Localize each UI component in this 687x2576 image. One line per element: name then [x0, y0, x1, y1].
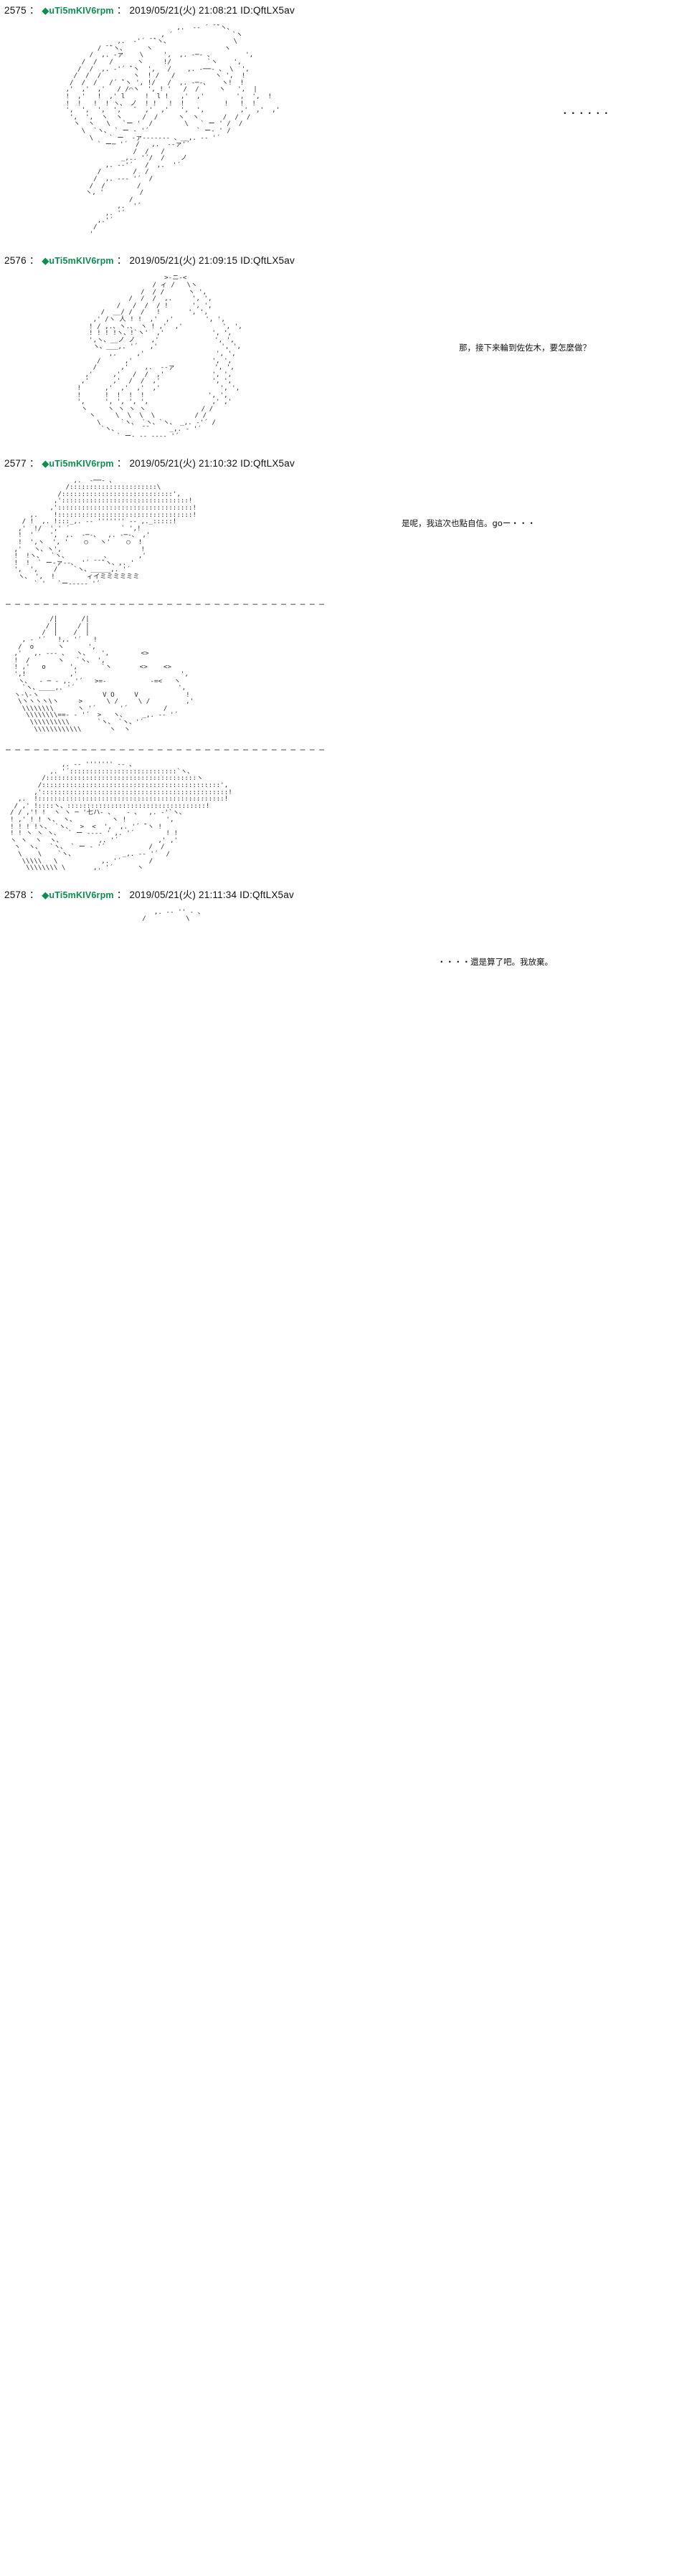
post-2575: 2575：◆uTi5mKIV6rpm：2019/05/21(火) 21:08:2…	[0, 0, 687, 237]
post-user-id: ID:QftLX5av	[240, 5, 295, 16]
dialogue-line: ・・・・・・	[561, 108, 610, 118]
header-separator-1: ：	[29, 255, 39, 267]
post-2576: 2576：◆uTi5mKIV6rpm：2019/05/21(火) 21:09:1…	[0, 250, 687, 439]
post-timestamp: 2019/05/21(火) 21:08:21	[129, 5, 238, 16]
header-separator-2: ：	[116, 889, 127, 900]
post-number[interactable]: 2576	[4, 255, 27, 267]
section-divider-2: ─ ─ ─ ─ ─ ─ ─ ─ ─ ─ ─ ─ ─ ─ ─ ─ ─ ─ ─ ─ …	[6, 745, 324, 755]
ascii-art: ,. -‐ '' ‐ 、 / \	[142, 908, 204, 922]
dialogue-line-2: ・・・・還是算了吧。我放棄。	[437, 956, 553, 967]
ascii-art: ,. -‐ ´ ̄ ̄`ヽ、 , ´ `ヽ ,. ‐'´ ̄ ̄`ヽ、 \ / …	[65, 24, 280, 238]
post-user-id: ID:QftLX5av	[240, 255, 295, 267]
post-tripcode[interactable]: ◆uTi5mKIV6rpm	[42, 6, 114, 16]
dialogue-line: 是呢，我這次也點自信。goー・・・	[402, 517, 536, 528]
header-separator-1: ：	[29, 457, 39, 469]
post-2577: 2577：◆uTi5mKIV6rpm：2019/05/21(火) 21:10:3…	[0, 453, 687, 967]
header-separator-2: ：	[116, 457, 127, 469]
post-user-id: ID:QftLX5av	[240, 457, 295, 469]
post-2578: 2578：◆uTi5mKIV6rpm：2019/05/21(火) 21:11:3…	[0, 884, 687, 922]
ascii-art: ,. -──- 、 /::::::::::::::::::::::\ /::::…	[14, 477, 196, 588]
post-number[interactable]: 2577	[4, 457, 27, 469]
ascii-art: >‐ニ‐< / ィ / \ヽ / / / ヽ ', / / / ,. ', ',…	[77, 275, 242, 440]
header-separator-2: ：	[116, 255, 127, 267]
ascii-art-3: ,. -‐ ''''''' ‐- 、 ,. '´::::::::::::::::…	[10, 761, 232, 872]
post-user-id: ID:QftLX5av	[240, 889, 294, 900]
header-separator-1: ：	[29, 889, 39, 900]
post-header: 2576：◆uTi5mKIV6rpm：2019/05/21(火) 21:09:1…	[0, 250, 687, 269]
post-timestamp: 2019/05/21(火) 21:10:32	[129, 457, 238, 469]
post-header: 2575：◆uTi5mKIV6rpm：2019/05/21(火) 21:08:2…	[0, 0, 687, 19]
post-timestamp: 2019/05/21(火) 21:11:34	[129, 889, 237, 900]
post-number[interactable]: 2578	[4, 889, 27, 900]
section-divider-1: ─ ─ ─ ─ ─ ─ ─ ─ ─ ─ ─ ─ ─ ─ ─ ─ ─ ─ ─ ─ …	[6, 600, 324, 610]
post-header: 2577：◆uTi5mKIV6rpm：2019/05/21(火) 21:10:3…	[0, 453, 687, 472]
thread-page: 2575：◆uTi5mKIV6rpm：2019/05/21(火) 21:08:2…	[0, 0, 687, 967]
post-tripcode[interactable]: ◆uTi5mKIV6rpm	[42, 458, 114, 469]
post-tripcode[interactable]: ◆uTi5mKIV6rpm	[42, 889, 114, 900]
header-separator-1: ：	[29, 5, 39, 16]
post-number[interactable]: 2575	[4, 5, 27, 16]
post-header: 2578：◆uTi5mKIV6rpm：2019/05/21(火) 21:11:3…	[0, 884, 687, 903]
post-tripcode[interactable]: ◆uTi5mKIV6rpm	[42, 256, 114, 267]
header-separator-2: ：	[116, 5, 127, 16]
post-timestamp: 2019/05/21(火) 21:09:15	[129, 255, 238, 267]
dialogue-line: 那，接下来輪到佐佐木，要怎麼做？	[459, 343, 591, 353]
ascii-art-2: /| /| / | / | / | / | , - '´ !,. '´ ! / …	[14, 616, 194, 733]
